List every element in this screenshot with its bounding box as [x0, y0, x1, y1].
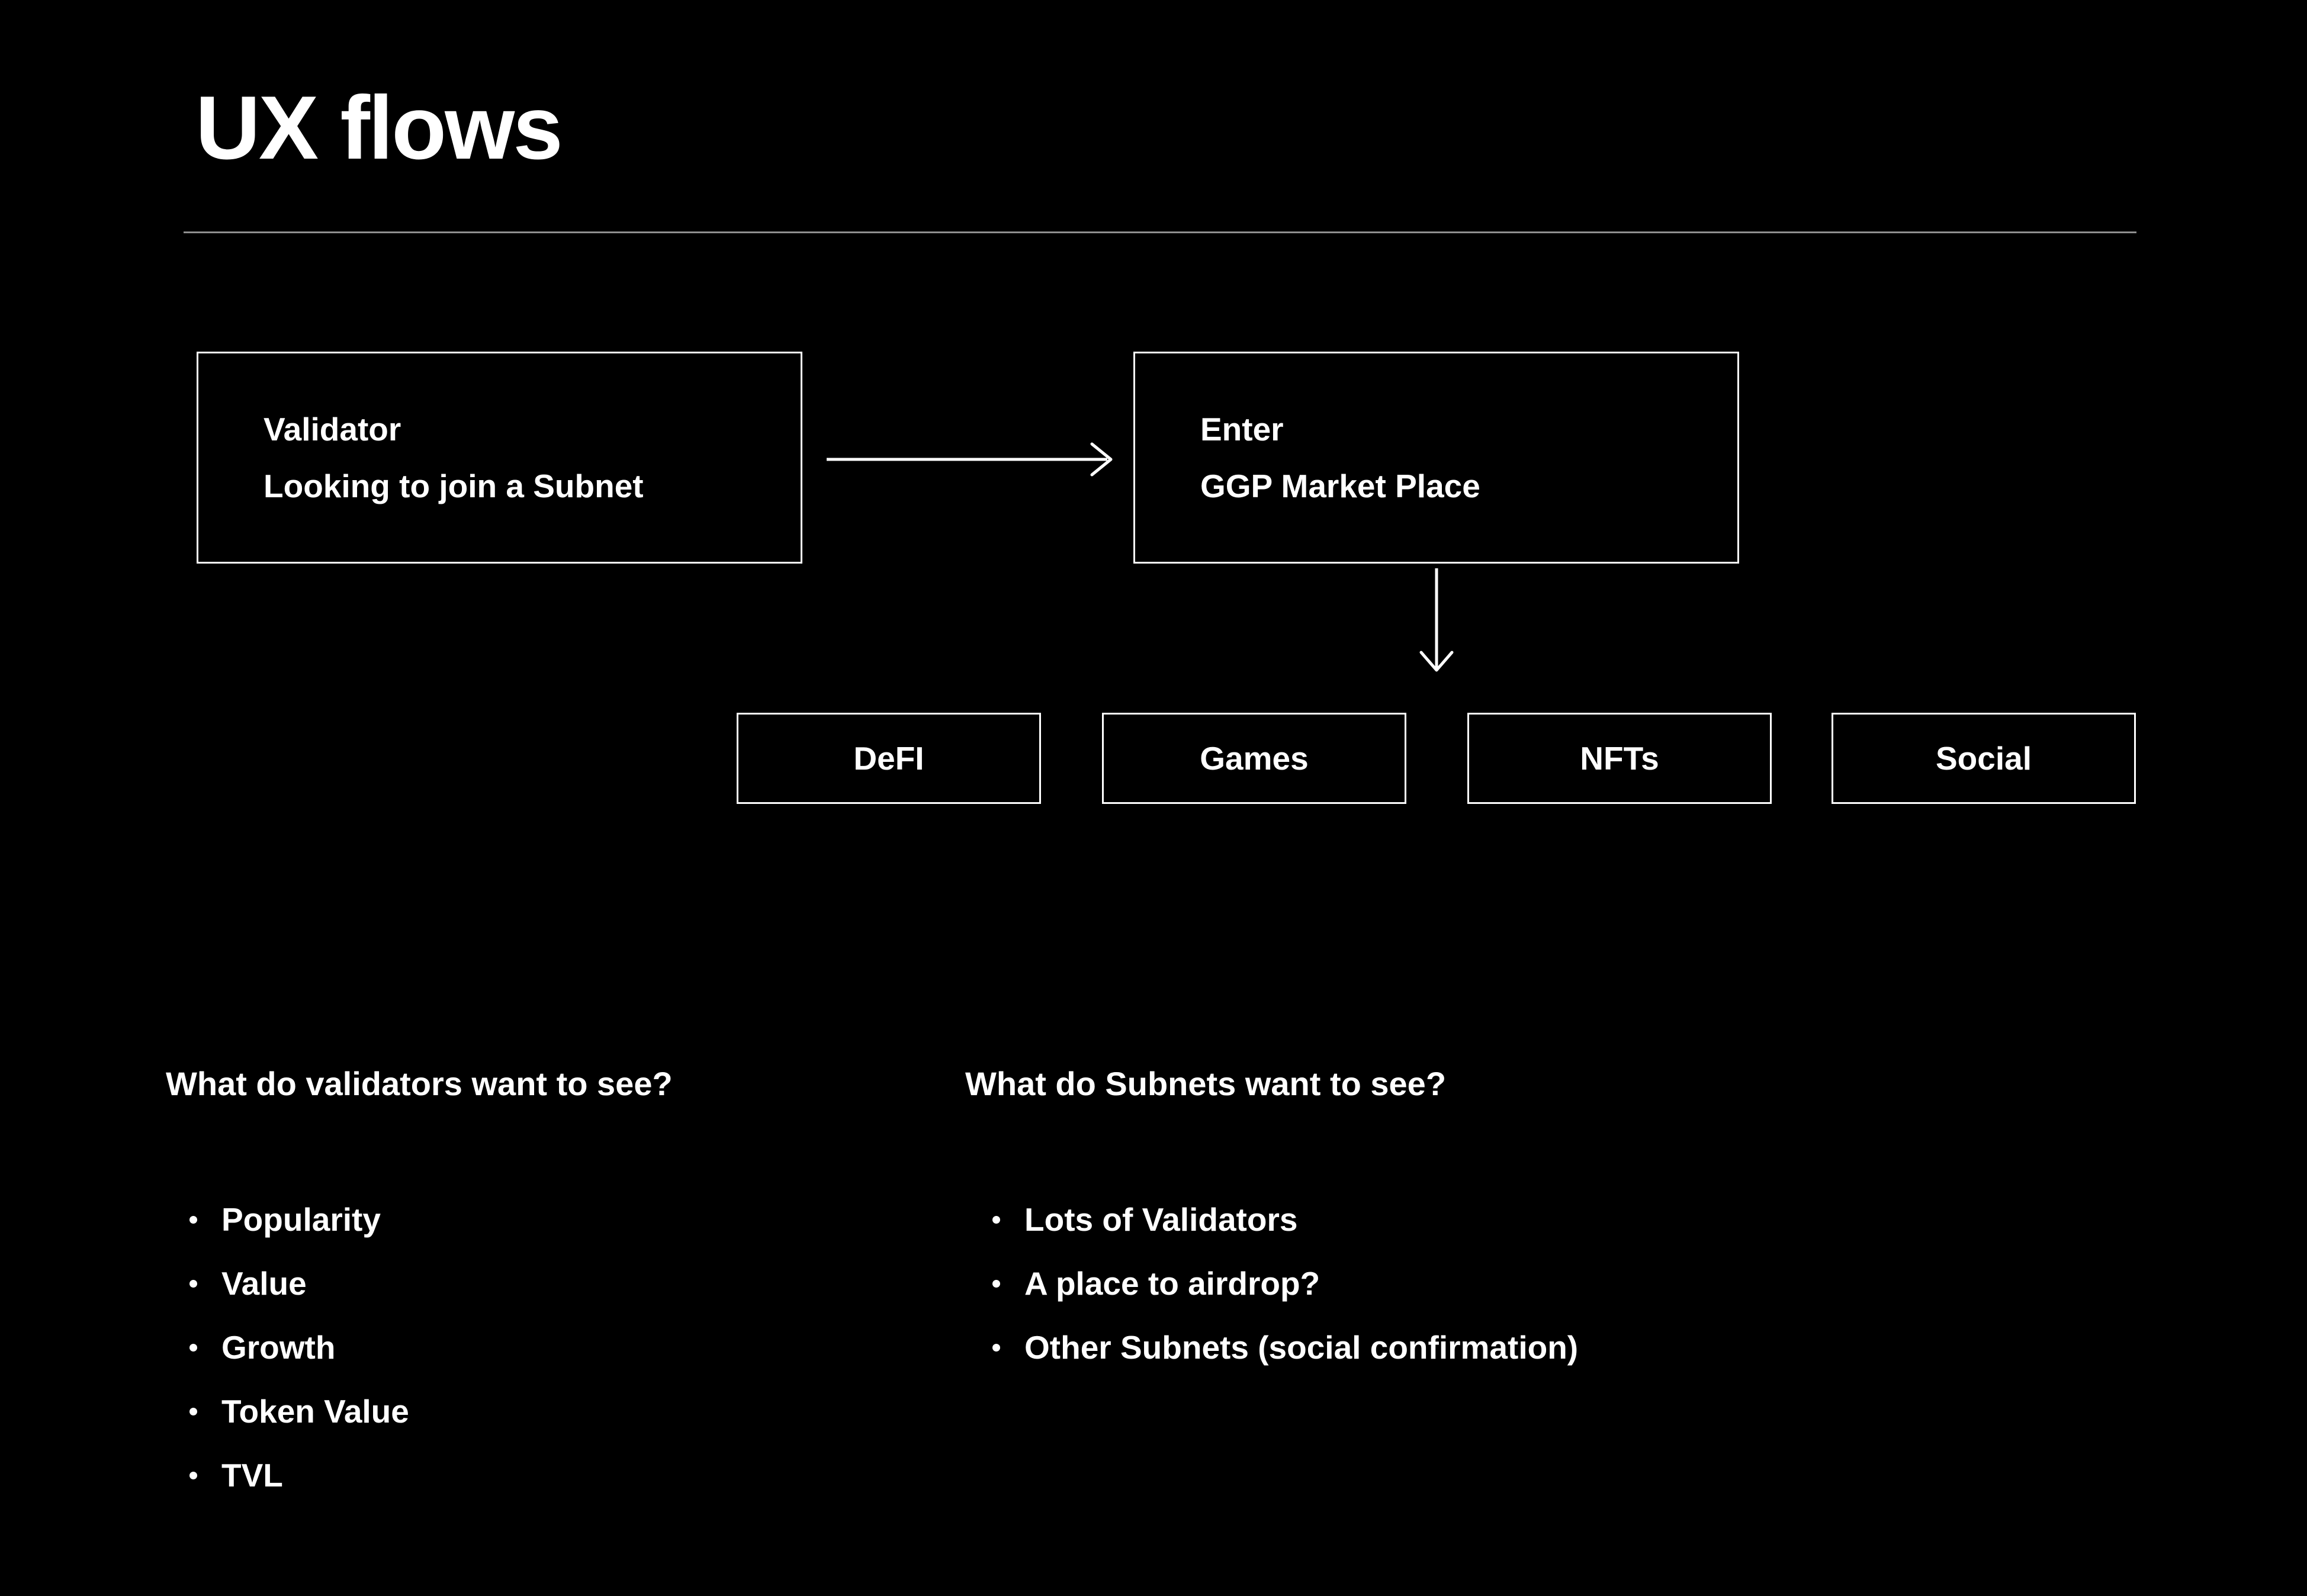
subnets-list: Lots of Validators A place to airdrop? O… — [992, 1188, 1578, 1379]
bullet-dot — [189, 1343, 197, 1352]
category-box-defi: DeFI — [737, 713, 1041, 804]
bullet-dot — [992, 1343, 1000, 1352]
list-item-label: Popularity — [221, 1201, 381, 1238]
title-divider — [184, 231, 2136, 233]
list-item-label: Lots of Validators — [1024, 1201, 1298, 1238]
list-item-label: TVL — [221, 1457, 283, 1494]
list-item: TVL — [189, 1443, 409, 1507]
category-label: Games — [1200, 740, 1309, 777]
flow-box-validator-line2: Looking to join a Subnet — [264, 468, 644, 504]
validators-list: Popularity Value Growth Token Value TVL — [189, 1188, 409, 1507]
list-item: Token Value — [189, 1379, 409, 1443]
list-item-label: Growth — [221, 1329, 336, 1366]
list-item-label: Other Subnets (social confirmation) — [1024, 1329, 1579, 1366]
category-box-games: Games — [1102, 713, 1406, 804]
category-box-nfts: NFTs — [1467, 713, 1772, 804]
bullet-dot — [992, 1215, 1000, 1224]
bullet-dot — [189, 1407, 197, 1415]
category-box-social: Social — [1832, 713, 2136, 804]
list-item: Growth — [189, 1315, 409, 1379]
list-item: Lots of Validators — [992, 1188, 1578, 1251]
list-item-label: Value — [221, 1265, 307, 1302]
bullet-dot — [992, 1279, 1000, 1288]
list-item-label: A place to airdrop? — [1024, 1265, 1320, 1302]
category-label: NFTs — [1580, 740, 1659, 777]
flow-box-marketplace-line1: Enter — [1200, 411, 1284, 448]
list-item-label: Token Value — [221, 1393, 409, 1430]
list-item: Other Subnets (social confirmation) — [992, 1315, 1578, 1379]
validators-list-heading: What do validators want to see? — [166, 1065, 673, 1102]
flow-box-marketplace: Enter GGP Market Place — [1133, 352, 1739, 564]
bullet-dot — [189, 1215, 197, 1224]
arrow-down-icon — [1419, 568, 1454, 672]
bullet-dot — [189, 1471, 197, 1479]
page-title: UX flows — [195, 78, 563, 178]
category-label: Social — [1935, 740, 2032, 777]
bullet-dot — [189, 1279, 197, 1288]
list-item: A place to airdrop? — [992, 1251, 1578, 1315]
flow-box-validator-line1: Validator — [264, 411, 401, 448]
arrow-right-icon — [827, 442, 1113, 477]
flow-box-validator: Validator Looking to join a Subnet — [197, 352, 802, 564]
subnets-list-heading: What do Subnets want to see? — [965, 1065, 1447, 1102]
list-item: Value — [189, 1251, 409, 1315]
list-item: Popularity — [189, 1188, 409, 1251]
flow-box-marketplace-line2: GGP Market Place — [1200, 468, 1480, 504]
category-label: DeFI — [853, 740, 924, 777]
